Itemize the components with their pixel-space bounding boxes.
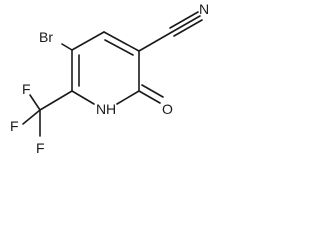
bond-n1-c6 bbox=[71, 90, 95, 105]
atom-nitrile-nitrogen: N bbox=[199, 1, 209, 17]
atom-ring-hydrogen: H bbox=[106, 101, 116, 117]
atom-fluorine-bottom: F bbox=[36, 140, 45, 156]
bond-cf3-f-top bbox=[29, 94, 41, 111]
bond-c4-c3-outer bbox=[103, 31, 140, 52]
substituent-bonds bbox=[22, 11, 203, 137]
triple-bond-line-2 bbox=[169, 11, 199, 29]
carbonyl-bond-2 bbox=[141, 84, 164, 98]
chemical-structure-diagram: Br N N H O F F F bbox=[10, 1, 209, 156]
bond-c3-cn-carbon bbox=[138, 31, 173, 52]
bond-c5-br bbox=[61, 43, 73, 51]
atom-ring-nitrogen: N bbox=[96, 101, 106, 117]
atom-bromine: Br bbox=[39, 29, 53, 45]
triple-bond-line-3 bbox=[173, 19, 203, 37]
carbonyl-bond-1 bbox=[138, 90, 161, 104]
atom-fluorine-left: F bbox=[10, 118, 19, 134]
atom-fluorine-top: F bbox=[22, 81, 31, 97]
bond-c5-c4 bbox=[71, 31, 105, 51]
bond-c4-c3-inner bbox=[104, 39, 134, 56]
pyridinone-ring bbox=[71, 31, 140, 105]
atom-labels: Br N N H O F F F bbox=[10, 1, 209, 156]
bond-cf3-f-left bbox=[22, 109, 41, 125]
bond-c6-cf3 bbox=[39, 90, 73, 111]
atom-oxygen: O bbox=[162, 101, 173, 117]
triple-bond-line-1 bbox=[171, 15, 201, 33]
bond-c2-n1 bbox=[116, 90, 140, 105]
